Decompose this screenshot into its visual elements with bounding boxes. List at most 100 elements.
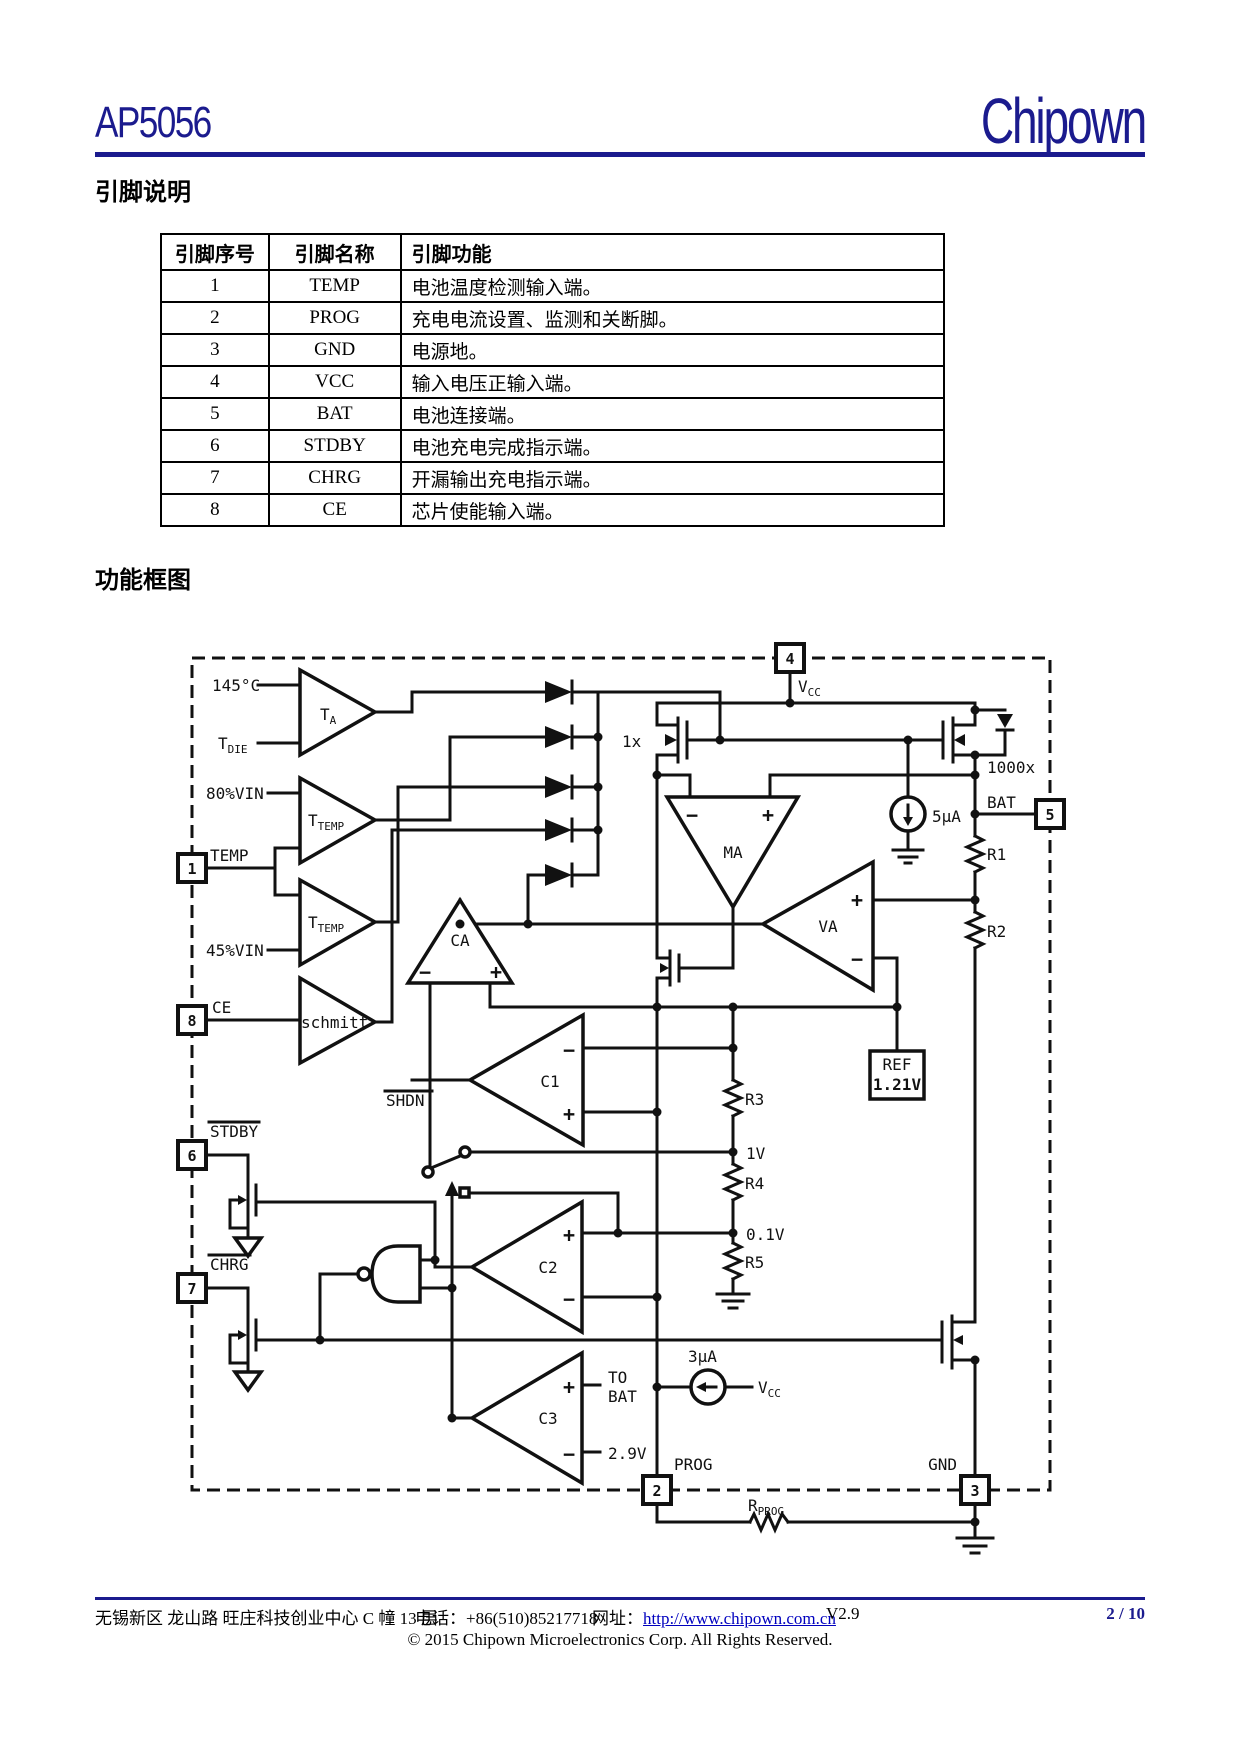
pin-name-cell: GND bbox=[267, 333, 402, 367]
pin-number-cell: 1 bbox=[160, 269, 270, 303]
pin-name-cell: TEMP bbox=[267, 269, 402, 303]
minus-sign: − bbox=[563, 1038, 575, 1062]
comparator-c2 bbox=[468, 1198, 584, 1336]
pin-number: 4 bbox=[785, 650, 794, 668]
label-ca: CA bbox=[450, 931, 470, 950]
footer-version: V2.9 bbox=[826, 1604, 860, 1623]
plus-sign: + bbox=[851, 888, 863, 912]
page-title: AP5056 bbox=[95, 98, 212, 147]
ground-triangle-icon bbox=[231, 1370, 265, 1393]
current-sources bbox=[689, 795, 927, 1406]
label-ma: MA bbox=[723, 843, 743, 862]
pin-number-cell: 8 bbox=[160, 493, 270, 527]
pin-function-cell: 电池温度检测输入端。 bbox=[399, 269, 946, 303]
pin-name-cell: STDBY bbox=[267, 429, 402, 463]
stdby-fet bbox=[231, 1168, 265, 1259]
label-schmitt: schmitt bbox=[301, 1013, 368, 1032]
footer-web: 网址：http://www.chipown.com.cn bbox=[592, 1604, 836, 1629]
label-gnd: GND bbox=[928, 1455, 957, 1474]
power-fet-1000x bbox=[941, 716, 965, 764]
phone-number: +86(510)85217718 bbox=[466, 1609, 598, 1628]
mid-fet bbox=[660, 949, 681, 987]
junction-dots bbox=[315, 698, 980, 1527]
label-1v: 1V bbox=[746, 1144, 766, 1163]
label-ttemp: TTEMP bbox=[308, 811, 345, 833]
body-diode-icon bbox=[997, 714, 1013, 728]
label-to-bat-1: TO bbox=[608, 1368, 627, 1387]
label-r2: R2 bbox=[987, 922, 1006, 941]
pin-number: 6 bbox=[187, 1147, 196, 1165]
pin-1-box bbox=[176, 852, 208, 884]
amplifiers bbox=[298, 667, 875, 1487]
pin-name-cell: BAT bbox=[267, 397, 402, 431]
pin-number-cell: 3 bbox=[160, 333, 270, 367]
resistor-rprog bbox=[747, 1510, 791, 1534]
label-to-bat-2: BAT bbox=[608, 1387, 637, 1406]
pin-name-cell: VCC bbox=[267, 365, 402, 399]
minus-sign: − bbox=[419, 960, 431, 984]
pin-number: 2 bbox=[652, 1482, 661, 1500]
label-chrg: CHRG bbox=[210, 1255, 249, 1274]
pin-function-cell: 电源地。 bbox=[399, 333, 946, 367]
label-r3: R3 bbox=[745, 1090, 764, 1109]
label-ttemp2: TTEMP bbox=[308, 913, 345, 935]
chrg-fet bbox=[231, 1303, 265, 1393]
pin-number: 1 bbox=[187, 860, 196, 878]
pin-function-cell: 电池连接端。 bbox=[399, 397, 946, 431]
label-vcc-bottom: VCC bbox=[758, 1378, 781, 1400]
pin-4-box bbox=[774, 642, 806, 674]
ground-symbols bbox=[715, 848, 995, 1555]
comparator-c1 bbox=[466, 1011, 585, 1149]
mosfets bbox=[231, 716, 965, 1393]
label-vcc-top: VCC bbox=[798, 677, 821, 699]
website-link[interactable]: http://www.chipown.com.cn bbox=[643, 1609, 836, 1628]
label-stdby: STDBY bbox=[210, 1122, 259, 1141]
comparator-ta bbox=[298, 667, 379, 759]
mode-switch bbox=[421, 1145, 472, 1199]
amp-ca bbox=[404, 896, 516, 985]
sense-fet-1x bbox=[665, 716, 689, 764]
label-prog: PROG bbox=[674, 1455, 713, 1474]
label-145c: 145°C bbox=[212, 676, 260, 695]
inverter-bubble-icon bbox=[356, 1266, 372, 1282]
label-c3: C3 bbox=[538, 1409, 557, 1428]
label-1000x: 1000x bbox=[987, 758, 1036, 777]
pin-number-cell: 7 bbox=[160, 461, 270, 495]
label-80vin: 80%VIN bbox=[206, 784, 264, 803]
pin-6-box bbox=[176, 1139, 208, 1171]
web-label: 网址： bbox=[592, 1609, 643, 1628]
label-c2: C2 bbox=[538, 1258, 557, 1277]
label-3ua: 3µA bbox=[688, 1347, 717, 1366]
resistor-r3 bbox=[721, 1077, 745, 1119]
phone-label: 电话： bbox=[415, 1609, 466, 1628]
section-title-block-diagram: 功能框图 bbox=[95, 568, 191, 594]
pin-2-box bbox=[641, 1474, 673, 1506]
company-logo: Chipown bbox=[980, 85, 1147, 157]
plus-sign: + bbox=[563, 1102, 575, 1126]
pin-8-box bbox=[176, 1004, 208, 1036]
resistors bbox=[721, 833, 987, 1534]
pin-number-cell: 4 bbox=[160, 365, 270, 399]
pin-number-cell: 6 bbox=[160, 429, 270, 463]
pin-function-cell: 电池充电完成指示端。 bbox=[399, 429, 946, 463]
minus-sign: − bbox=[851, 947, 863, 971]
pin-number-cell: 5 bbox=[160, 397, 270, 431]
page-number: 2 / 10 bbox=[1106, 1604, 1145, 1623]
bottom-right-fet bbox=[940, 1314, 963, 1370]
footer-address: 无锡新区 龙山路 旺庄科技创业中心 C 幢 13 层 bbox=[95, 1609, 438, 1628]
label-c1: C1 bbox=[540, 1072, 559, 1091]
resistor-r5 bbox=[721, 1240, 745, 1282]
pin-name-cell: CE bbox=[267, 493, 402, 527]
up-arrow-icon bbox=[445, 1181, 459, 1196]
ground-triangle-icon bbox=[231, 1236, 265, 1259]
label-tdie: TDIE bbox=[218, 734, 248, 756]
comparator-c3 bbox=[468, 1349, 584, 1487]
label-01v: 0.1V bbox=[746, 1225, 785, 1244]
amp-ma bbox=[663, 795, 802, 911]
label-ce: CE bbox=[212, 998, 231, 1017]
